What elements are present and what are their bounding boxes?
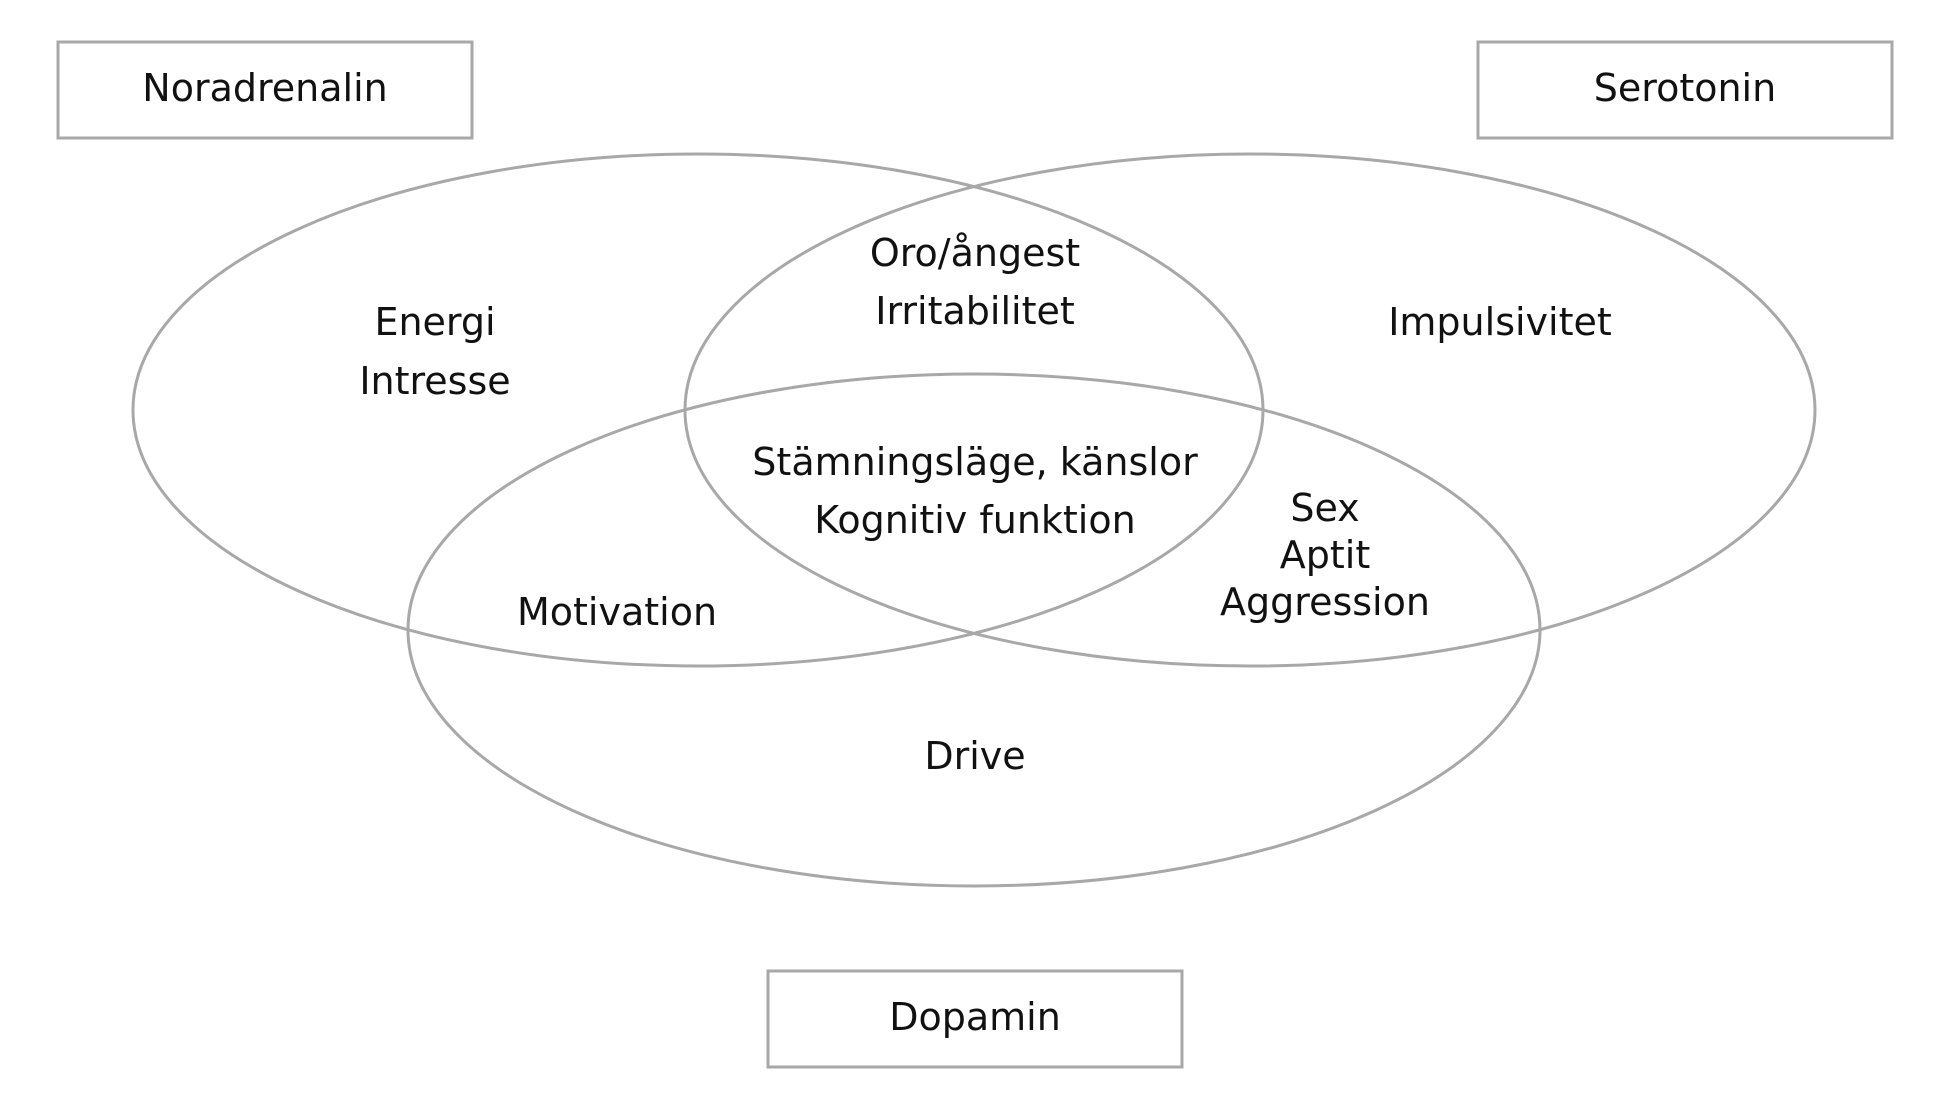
noradrenalin-label: Noradrenalin <box>142 66 387 110</box>
serotonin-label-box: Serotonin <box>1476 40 1894 140</box>
region-label-kognitiv-funktion: Kognitiv funktion <box>814 498 1135 542</box>
dopamin-label-box: Dopamin <box>766 969 1184 1069</box>
region-label-sex: Sex <box>1290 486 1359 530</box>
region-label-irritabilitet: Irritabilitet <box>875 289 1075 333</box>
region-label-aptit: Aptit <box>1280 533 1370 577</box>
noradrenalin-label-box: Noradrenalin <box>56 40 474 140</box>
region-label-motivation: Motivation <box>517 590 717 634</box>
region-label-drive: Drive <box>924 734 1025 778</box>
region-label-stamningslage: Stämningsläge, känslor <box>752 440 1198 484</box>
region-label-energi: Energi <box>374 300 495 344</box>
serotonin-label: Serotonin <box>1594 66 1776 110</box>
dopamin-label: Dopamin <box>889 995 1061 1039</box>
region-label-aggression: Aggression <box>1220 580 1430 624</box>
dopamin-ellipse <box>406 372 1542 888</box>
region-label-intresse: Intresse <box>359 359 510 403</box>
region-label-oro-angest: Oro/ångest <box>870 231 1080 275</box>
region-label-impulsivitet: Impulsivitet <box>1388 300 1612 344</box>
